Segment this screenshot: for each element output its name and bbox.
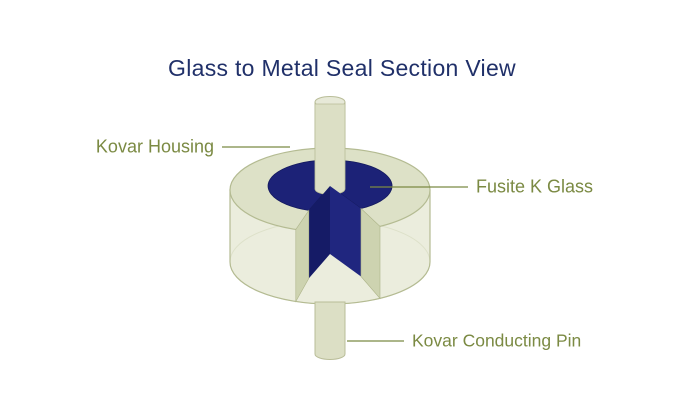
housing-cut-face-right	[360, 207, 381, 300]
glass-cut-face-left	[308, 186, 330, 279]
label-fusite-k-glass: Fusite K Glass	[476, 177, 593, 197]
page-title: Glass to Metal Seal Section View	[168, 55, 516, 81]
pin-bottom-body	[314, 301, 346, 360]
glass-cut-face-right	[330, 186, 361, 277]
label-kovar-housing: Kovar Housing	[96, 137, 214, 157]
pin-through-glass	[314, 103, 346, 195]
housing-cut-face-left	[295, 209, 310, 303]
label-kovar-conducting-pin: Kovar Conducting Pin	[412, 331, 581, 351]
